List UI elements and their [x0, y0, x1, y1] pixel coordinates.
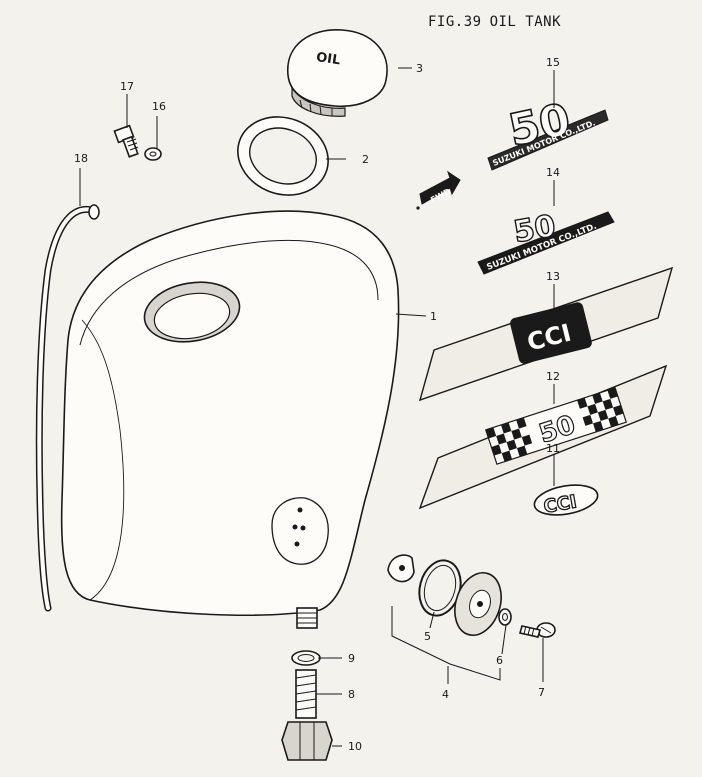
- part-14-badge: 50 SUZUKI MOTOR CO.,LTD.: [477, 208, 615, 275]
- callout-12: 12: [546, 370, 560, 383]
- callout-8: 8: [348, 688, 355, 701]
- callout-15: 15: [546, 56, 560, 69]
- callout-18: 18: [74, 152, 88, 165]
- figure-title: FIG.39 OIL TANK: [428, 14, 569, 30]
- fwd-arrow-mark: FWD: [416, 170, 461, 210]
- badge-11-text: CCI: [542, 491, 578, 517]
- part-3-oil-cap: OIL: [287, 29, 388, 117]
- figure-number: FIG.39: [428, 14, 482, 30]
- part-4-cover: [454, 572, 502, 636]
- callout-6: 6: [496, 654, 503, 667]
- badge-14-number: 50: [511, 209, 558, 251]
- part-11-badge: CCI: [533, 484, 599, 518]
- callout-13: 13: [546, 270, 560, 283]
- part-13-decal: CCI: [418, 266, 674, 402]
- part-7-screw: [518, 622, 556, 638]
- callout-7: 7: [538, 686, 545, 699]
- callout-11: 11: [546, 442, 560, 455]
- part-10-nut: [281, 721, 333, 761]
- callout-3: 3: [416, 62, 423, 75]
- part-17-bolt: [113, 124, 139, 158]
- part-8-fitting: [295, 669, 317, 719]
- badge-15-number: 50: [504, 94, 574, 157]
- part-1-oil-tank: [60, 210, 400, 629]
- part-15-badge: 50 SUZUKI MOTOR CO.,LTD.: [487, 93, 609, 171]
- part-6-washer: [498, 608, 512, 626]
- callout-2: 2: [362, 153, 369, 166]
- callout-14: 14: [546, 166, 560, 179]
- callout-5: 5: [424, 630, 431, 643]
- callout-17: 17: [120, 80, 134, 93]
- part-12-decal: 50: [418, 364, 668, 510]
- part-4-cover-plate: [387, 554, 415, 583]
- callout-10: 10: [348, 740, 362, 753]
- callout-numbers: 1 2 3 4 5 6 7 8 9 10 11 12 13 14 15 16 1…: [74, 56, 560, 753]
- callout-9: 9: [348, 652, 355, 665]
- figure-name: OIL TANK: [489, 14, 562, 30]
- part-2-gasket: [237, 116, 329, 196]
- cap-oil-lettering: OIL: [315, 50, 341, 68]
- part-16-washer: [144, 147, 162, 161]
- part-9-ring: [291, 650, 321, 666]
- callout-4: 4: [442, 688, 449, 701]
- callout-1: 1: [430, 310, 437, 323]
- leader-lines: [79, 67, 555, 747]
- part-18-hose: [35, 204, 100, 612]
- callout-16: 16: [152, 100, 166, 113]
